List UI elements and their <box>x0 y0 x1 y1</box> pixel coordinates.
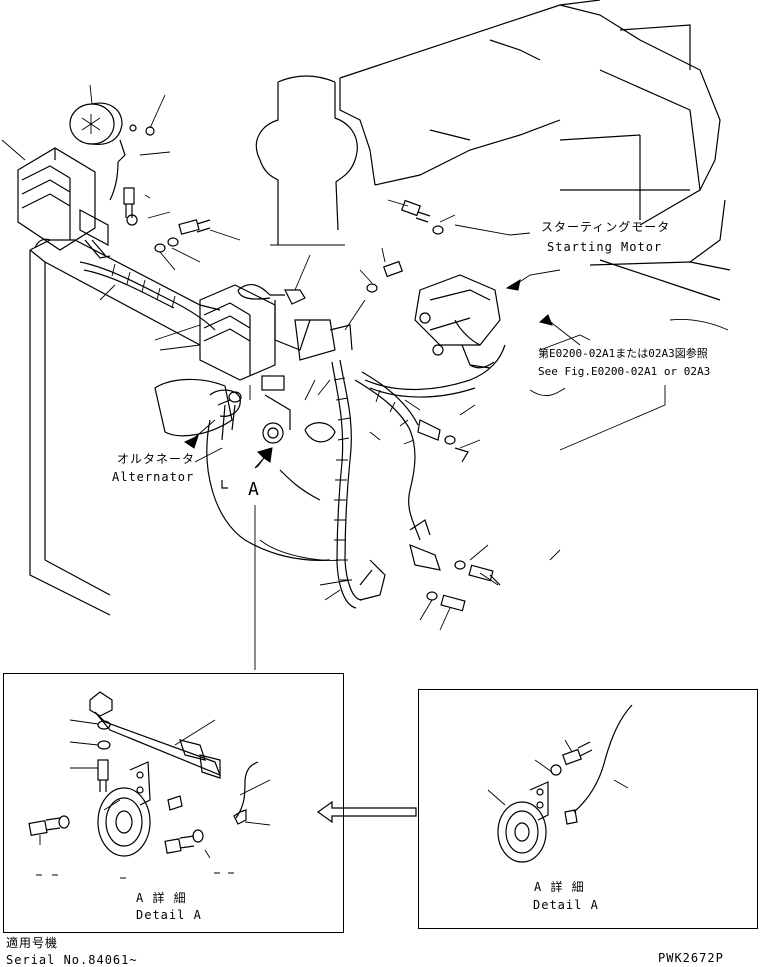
serial-label-en: Serial No.84061~ <box>6 953 138 967</box>
starting-motor-label-en: Starting Motor <box>547 240 663 254</box>
oil-filler-pipe <box>255 75 358 246</box>
lamp-harness <box>79 261 216 331</box>
harness-clamps <box>409 419 501 612</box>
leader-lines <box>1 84 729 631</box>
detail-left-title-jp: A 詳 細 <box>136 891 187 905</box>
detail-a-box-right <box>418 689 758 929</box>
lamp-bracket <box>79 187 138 259</box>
work-lamp <box>69 102 155 201</box>
louvre-upper <box>17 147 96 251</box>
louvre-middle <box>199 284 276 381</box>
horn-location <box>254 375 291 469</box>
starting-motor <box>414 274 501 369</box>
detail-right-title-jp: A 詳 細 <box>534 880 585 894</box>
starting-motor-label-jp: スターティングモータ <box>541 220 671 234</box>
alternator <box>154 378 242 441</box>
radiator-frame <box>29 238 221 616</box>
see-fig-label-jp: 第E0200-02A1または02A3図参照 <box>538 347 708 360</box>
alternator-label-en: Alternator <box>112 470 195 484</box>
detail-arrow <box>316 800 417 824</box>
main-harness <box>331 344 506 609</box>
serial-label-jp: 適用号機 <box>6 936 59 950</box>
alternator-label-jp: オルタネータ <box>117 452 196 466</box>
drawing-number: PWK2672P <box>658 951 724 965</box>
detail-a-right-parts <box>487 704 633 863</box>
detail-left-title-en: Detail A <box>136 908 202 922</box>
engine-lower-block <box>206 385 336 561</box>
detail-a-left-parts <box>28 691 271 879</box>
bolts-upper <box>154 199 444 293</box>
engine-sensors <box>237 283 353 361</box>
detail-right-title-en: Detail A <box>533 898 599 912</box>
engine-body-outline <box>339 0 731 301</box>
detail-a-box-left <box>3 673 344 933</box>
view-marker-a: A <box>248 479 260 500</box>
view-marker-lines <box>221 480 341 670</box>
see-fig-label-en: See Fig.E0200-02A1 or 02A3 <box>538 365 711 378</box>
